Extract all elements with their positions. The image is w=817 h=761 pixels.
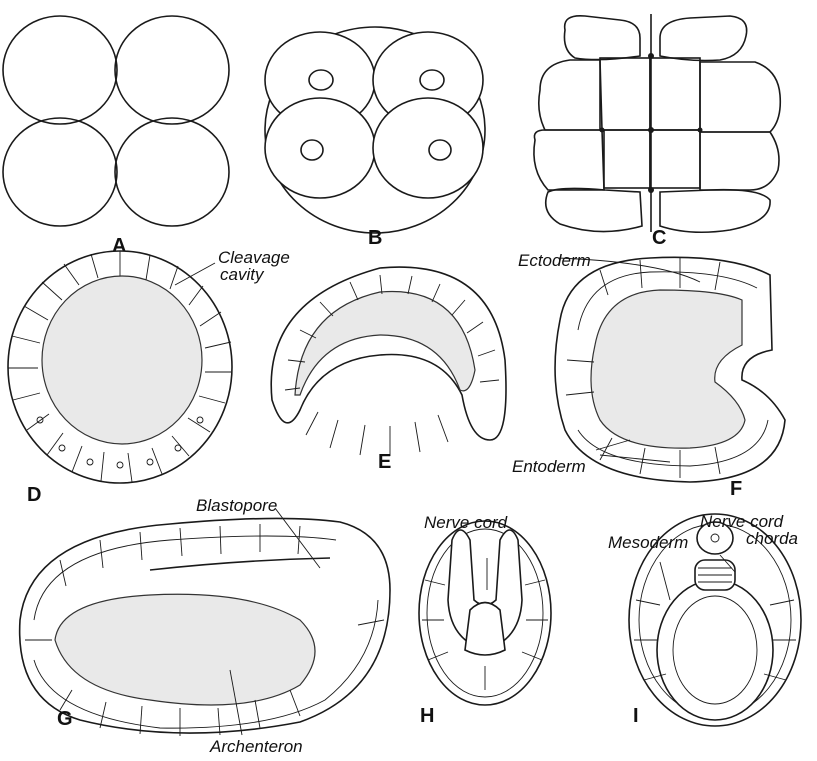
stage-d-blastula	[8, 251, 232, 483]
label-cavity: cavity	[220, 265, 265, 284]
label-i: I	[633, 705, 639, 727]
label-f: F	[730, 478, 742, 500]
label-g: G	[57, 708, 73, 730]
stage-a-four-cell	[3, 16, 229, 226]
label-archenteron: Archenteron	[209, 737, 303, 756]
label-entoderm: Entoderm	[512, 457, 586, 476]
label-blastopore: Blastopore	[196, 496, 277, 515]
label-e: E	[378, 451, 391, 473]
stage-b-eight-cell	[265, 27, 485, 233]
label-chorda: chorda	[746, 529, 798, 548]
stage-e-gastrula	[271, 267, 506, 456]
stage-c-morula	[534, 14, 780, 232]
label-d: D	[27, 484, 41, 506]
label-h: H	[420, 705, 434, 727]
stage-f-gastrula	[555, 257, 785, 482]
stage-g-gastrula	[20, 518, 390, 736]
label-mesoderm: Mesoderm	[608, 533, 688, 552]
label-nerve-cord-h: Nerve cord	[424, 513, 508, 532]
label-b: B	[368, 227, 382, 249]
label-ectoderm: Ectoderm	[518, 251, 591, 270]
stage-h-cross-section	[419, 521, 551, 705]
label-c: C	[652, 227, 666, 249]
